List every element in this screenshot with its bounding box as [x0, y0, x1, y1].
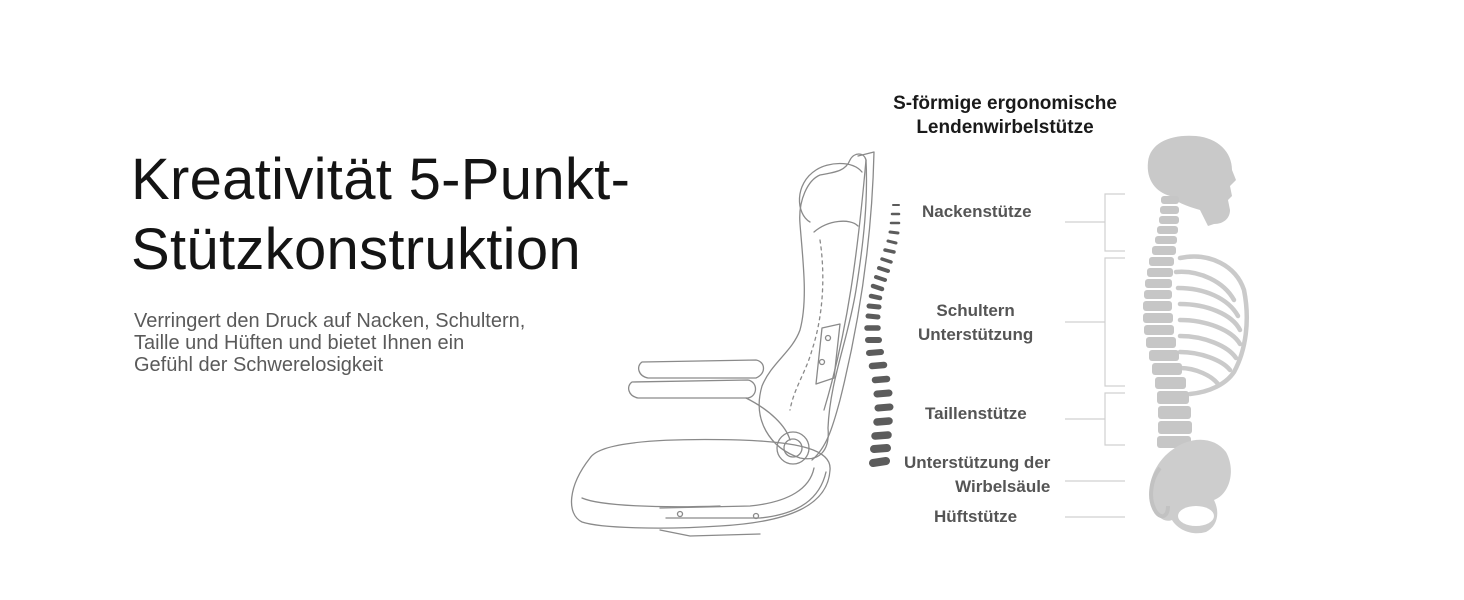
- headline-line-1: Kreativität 5-Punkt-: [131, 147, 631, 212]
- label-neck-support-text: Nackenstütze: [922, 202, 1032, 221]
- headline: Kreativität 5-Punkt- Stützkonstruktion: [131, 145, 630, 285]
- description-line-3: Gefühl der Schwerelosigkeit: [134, 354, 384, 376]
- description: Verringert den Druck auf Nacken, Schulte…: [134, 310, 525, 376]
- s-curve-dashes: [864, 204, 901, 467]
- label-shoulder-support-line-1: Schultern: [936, 301, 1015, 320]
- label-hip-support: Hüftstütze: [934, 505, 1017, 529]
- label-shoulder-support-line-2: Unterstützung: [918, 325, 1034, 344]
- label-connectors: [1065, 193, 1125, 518]
- label-waist-support: Taillenstütze: [925, 402, 1027, 426]
- spine-support-title: S-förmige ergonomische Lendenwirbelstütz…: [860, 92, 1150, 140]
- description-line-2: Taille und Hüften und bietet Ihnen ein: [134, 332, 465, 354]
- label-spine-support-line-1: Unterstützung der: [904, 453, 1051, 472]
- office-chair-illustration: [570, 151, 875, 537]
- label-spine-support-line-2: Wirbelsäule: [955, 477, 1051, 496]
- label-neck-support: Nackenstütze: [922, 200, 1032, 224]
- description-line-1: Verringert den Druck auf Nacken, Schulte…: [134, 310, 526, 332]
- headline-line-2: Stützkonstruktion: [131, 217, 581, 282]
- label-waist-support-text: Taillenstütze: [925, 404, 1027, 423]
- spine-support-title-line-1: S-förmige ergonomische: [893, 93, 1117, 114]
- skeleton-illustration: [1143, 135, 1250, 534]
- label-shoulder-support: Schultern Unterstützung: [918, 299, 1033, 347]
- label-spine-support: Unterstützung der Wirbelsäule: [904, 451, 1050, 499]
- spine-support-title-line-2: Lendenwirbelstütze: [916, 117, 1094, 138]
- label-hip-support-text: Hüftstütze: [934, 507, 1018, 526]
